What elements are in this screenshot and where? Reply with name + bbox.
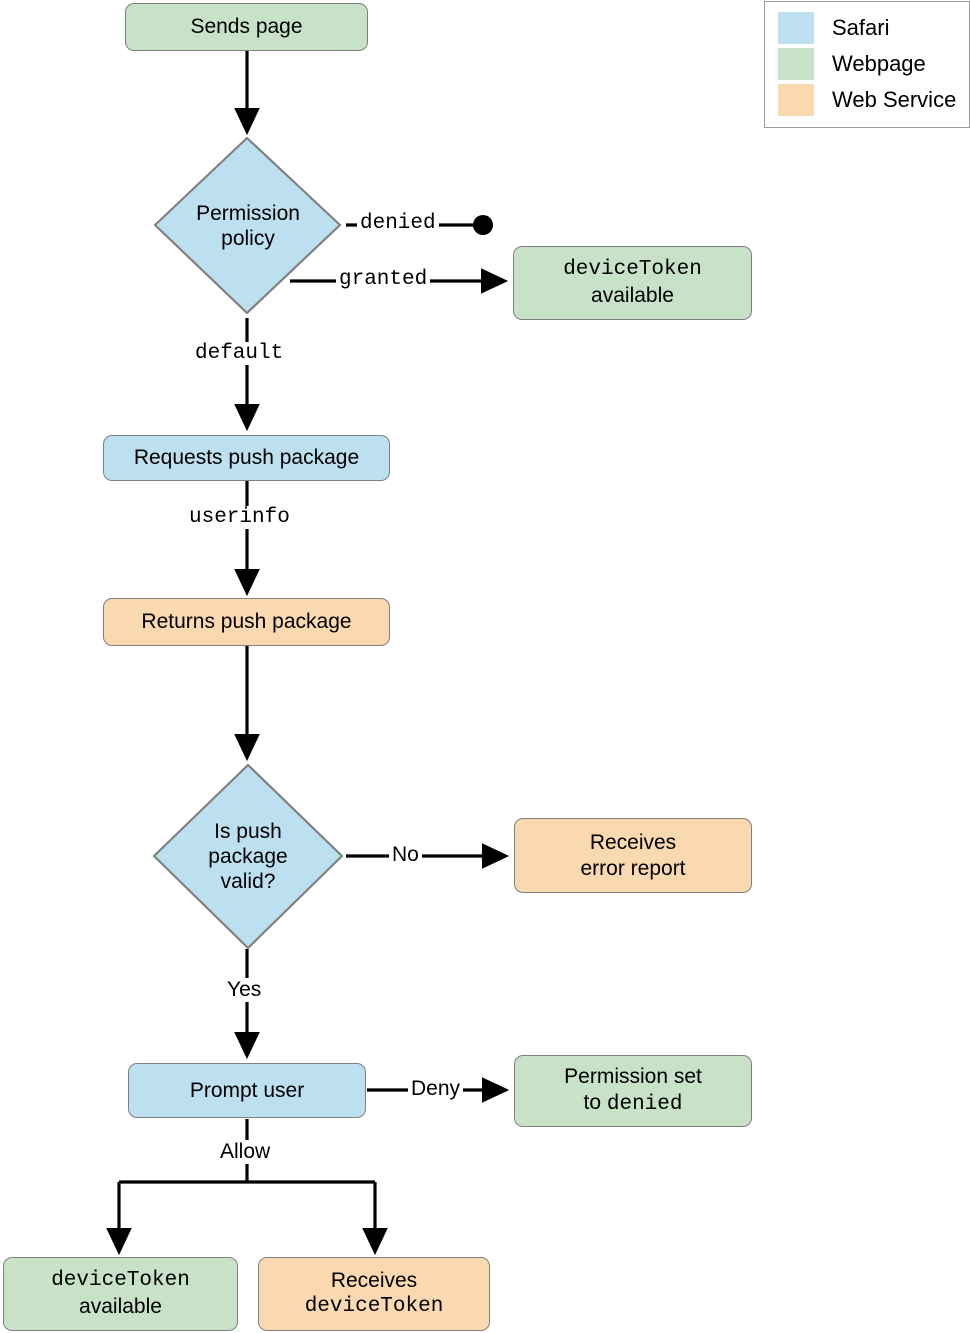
legend-swatch-safari	[778, 12, 814, 44]
edge-label-denied: denied	[357, 212, 439, 235]
node-receives-device-token[interactable]: Receives deviceToken	[258, 1257, 490, 1331]
terminal-dot-denied	[473, 215, 493, 235]
node-permission-set-denied-line2: to denied	[564, 1090, 702, 1118]
node-sends-page-label: Sends page	[190, 15, 303, 39]
node-is-push-package-valid[interactable]: Is push package valid?	[154, 765, 342, 948]
legend-swatch-webservice	[778, 84, 814, 116]
node-permission-set-denied-line1: Permission set	[564, 1065, 702, 1089]
node-prompt-user[interactable]: Prompt user	[128, 1063, 366, 1118]
edge-label-no: No	[389, 843, 422, 867]
node-permission-set-denied-prefix: to	[583, 1091, 607, 1114]
legend-label-safari: Safari	[832, 15, 890, 40]
legend-item-safari: Safari	[765, 10, 969, 46]
node-is-push-package-valid-label: Is push package valid?	[154, 765, 342, 948]
node-requests-push-package[interactable]: Requests push package	[103, 435, 390, 481]
node-permission-policy-label-line1: Permission	[196, 201, 300, 225]
node-device-token-available-bottom[interactable]: deviceToken available	[3, 1257, 238, 1331]
node-permission-policy-label: Permission policy	[155, 138, 341, 314]
legend-item-webpage: Webpage	[765, 46, 969, 82]
node-device-token-available-top-line1: deviceToken	[563, 258, 702, 282]
is-push-package-valid-diamond-shape	[152, 763, 344, 950]
node-device-token-available-bottom-line2: available	[79, 1295, 162, 1318]
node-device-token-available-bottom-line1: deviceToken	[51, 1269, 190, 1293]
edge-label-userinfo: userinfo	[186, 506, 293, 529]
edge-label-granted: granted	[336, 268, 431, 291]
node-returns-push-package-label: Returns push package	[141, 610, 352, 634]
legend: Safari Webpage Web Service	[764, 1, 970, 128]
node-permission-policy[interactable]: Permission policy	[155, 138, 341, 314]
node-device-token-available-top[interactable]: deviceToken available	[513, 246, 752, 320]
edge-label-allow: Allow	[217, 1140, 274, 1164]
legend-label-webservice: Web Service	[832, 87, 957, 112]
node-receives-device-token-line2: deviceToken	[304, 1295, 444, 1318]
node-prompt-user-label: Prompt user	[189, 1078, 305, 1102]
node-receives-error-report-line2: error report	[580, 856, 686, 880]
node-receives-device-token-line1: Receives	[330, 1269, 418, 1293]
node-is-push-package-valid-line1: Is push	[214, 819, 282, 843]
node-is-push-package-valid-line3: valid?	[220, 870, 276, 894]
edge-label-yes: Yes	[224, 978, 265, 1002]
edge-label-default: default	[192, 342, 287, 365]
node-permission-set-denied[interactable]: Permission set to denied	[514, 1055, 752, 1127]
node-returns-push-package[interactable]: Returns push package	[103, 598, 390, 646]
node-device-token-available-top-line2: available	[591, 284, 674, 307]
node-permission-set-denied-mono: denied	[606, 1093, 683, 1116]
permission-policy-diamond-shape	[153, 136, 342, 315]
node-requests-push-package-label: Requests push package	[133, 446, 360, 470]
node-receives-error-report-line1: Receives	[589, 830, 677, 854]
node-receives-error-report[interactable]: Receives error report	[514, 818, 752, 893]
edge-label-deny: Deny	[408, 1077, 464, 1101]
legend-swatch-webpage	[778, 48, 814, 80]
legend-item-webservice: Web Service	[765, 82, 969, 118]
legend-label-webpage: Webpage	[832, 51, 926, 76]
node-sends-page[interactable]: Sends page	[125, 3, 368, 51]
node-permission-policy-label-line2: policy	[221, 227, 275, 250]
node-is-push-package-valid-line2: package	[208, 844, 288, 868]
